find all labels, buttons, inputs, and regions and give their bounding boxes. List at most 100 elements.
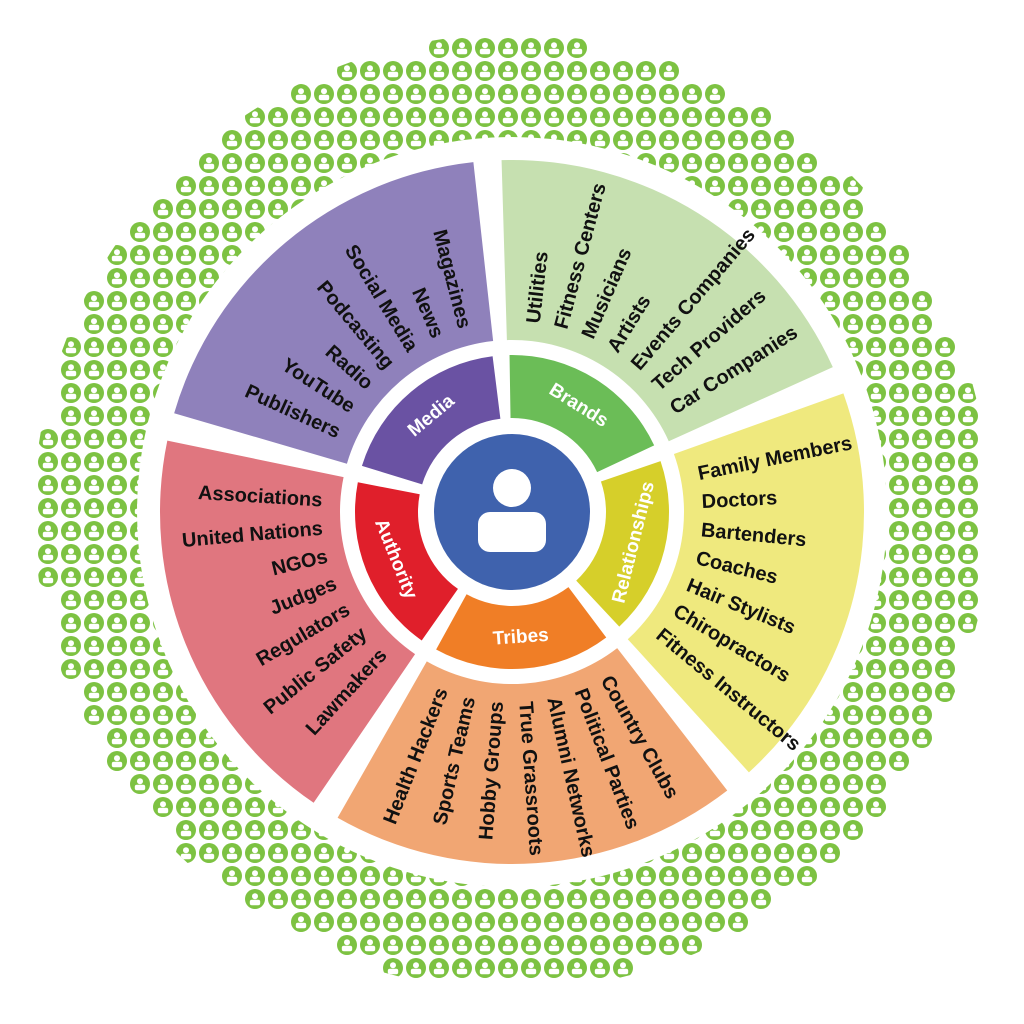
- user-badge-icon: [199, 774, 219, 794]
- user-badge-icon: [912, 590, 932, 610]
- user-badge-icon: [498, 935, 518, 955]
- user-badge-icon: [590, 889, 610, 909]
- inner-segment-relationships: [576, 461, 669, 627]
- user-badge-icon: [889, 659, 909, 679]
- user-badge-icon: [107, 360, 127, 380]
- user-badge-icon: [912, 544, 932, 564]
- user-badge-icon: [222, 797, 242, 817]
- user-badge-icon: [130, 268, 150, 288]
- user-badge-icon: [728, 912, 748, 932]
- user-badge-icon: [314, 153, 334, 173]
- user-badge-icon: [61, 498, 81, 518]
- user-badge-icon: [866, 245, 886, 265]
- user-badge-icon: [360, 866, 380, 886]
- user-badge-icon: [107, 728, 127, 748]
- user-badge-icon: [958, 544, 978, 564]
- user-badge-icon: [153, 268, 173, 288]
- user-badge-icon: [429, 958, 449, 978]
- user-badge-icon: [84, 613, 104, 633]
- user-badge-icon: [245, 797, 265, 817]
- user-badge-icon: [682, 107, 702, 127]
- user-badge-icon: [544, 958, 564, 978]
- user-badge-icon: [130, 682, 150, 702]
- user-badge-icon: [521, 889, 541, 909]
- user-badge-icon: [751, 199, 771, 219]
- user-badge-icon: [406, 107, 426, 127]
- user-badge-icon: [222, 866, 242, 886]
- user-badge-icon: [337, 889, 357, 909]
- user-badge-icon: [636, 61, 656, 81]
- user-badge-icon: [199, 751, 219, 771]
- user-badge-icon: [797, 245, 817, 265]
- user-badge-icon: [406, 61, 426, 81]
- user-badge-icon: [383, 935, 403, 955]
- user-badge-icon: [889, 682, 909, 702]
- user-badge-icon: [774, 130, 794, 150]
- user-badge-icon: [153, 314, 173, 334]
- user-badge-icon: [613, 889, 633, 909]
- user-badge-icon: [636, 130, 656, 150]
- user-badge-icon: [107, 314, 127, 334]
- user-badge-icon: [107, 268, 127, 288]
- user-badge-icon: [521, 912, 541, 932]
- user-badge-icon: [843, 268, 863, 288]
- user-badge-icon: [84, 567, 104, 587]
- user-badge-icon: [475, 84, 495, 104]
- user-badge-icon: [751, 820, 771, 840]
- user-badge-icon: [222, 176, 242, 196]
- user-badge-icon: [337, 84, 357, 104]
- user-badge-icon: [590, 107, 610, 127]
- user-badge-icon: [613, 107, 633, 127]
- user-badge-icon: [935, 452, 955, 472]
- user-badge-icon: [406, 912, 426, 932]
- user-badge-icon: [889, 521, 909, 541]
- inner-segment-media: [361, 356, 501, 485]
- user-badge-icon: [475, 38, 495, 58]
- user-badge-icon: [613, 61, 633, 81]
- user-badge-icon: [613, 912, 633, 932]
- user-badge-icon: [268, 199, 288, 219]
- user-badge-icon: [337, 130, 357, 150]
- user-badge-icon: [107, 613, 127, 633]
- user-badge-icon: [774, 843, 794, 863]
- user-badge-icon: [889, 544, 909, 564]
- user-badge-icon: [199, 820, 219, 840]
- user-badge-icon: [176, 291, 196, 311]
- user-badge-icon: [935, 659, 955, 679]
- user-badge-icon: [360, 912, 380, 932]
- user-badge-icon: [889, 728, 909, 748]
- user-badge-icon: [38, 567, 58, 587]
- user-badge-icon: [682, 912, 702, 932]
- outer-segment-relationships: [627, 393, 864, 773]
- user-badge-icon: [153, 705, 173, 725]
- user-badge-icon: [84, 314, 104, 334]
- user-badge-icon: [452, 958, 472, 978]
- user-badge-icon: [751, 866, 771, 886]
- user-badge-icon: [958, 498, 978, 518]
- user-badge-icon: [912, 636, 932, 656]
- user-badge-icon: [567, 889, 587, 909]
- inner-segment-tribes: [436, 587, 607, 669]
- user-badge-icon: [130, 659, 150, 679]
- user-badge-icon: [245, 199, 265, 219]
- user-badge-icon: [199, 222, 219, 242]
- user-badge-icon: [866, 751, 886, 771]
- user-badge-icon: [176, 843, 196, 863]
- user-badge-icon: [751, 797, 771, 817]
- item-label-doctors: Doctors: [701, 487, 778, 513]
- user-badge-icon: [153, 751, 173, 771]
- user-badge-icon: [84, 590, 104, 610]
- user-badge-icon: [521, 84, 541, 104]
- user-badge-icon: [176, 774, 196, 794]
- user-badge-icon: [751, 107, 771, 127]
- user-badge-icon: [889, 245, 909, 265]
- user-badge-icon: [107, 475, 127, 495]
- outer-segment-media: [174, 162, 494, 464]
- user-badge-icon: [291, 130, 311, 150]
- user-badge-icon: [866, 268, 886, 288]
- user-badge-icon: [268, 130, 288, 150]
- user-badge-icon: [61, 590, 81, 610]
- user-badge-icon: [935, 498, 955, 518]
- user-badge-icon: [590, 84, 610, 104]
- user-badge-icon: [613, 958, 633, 978]
